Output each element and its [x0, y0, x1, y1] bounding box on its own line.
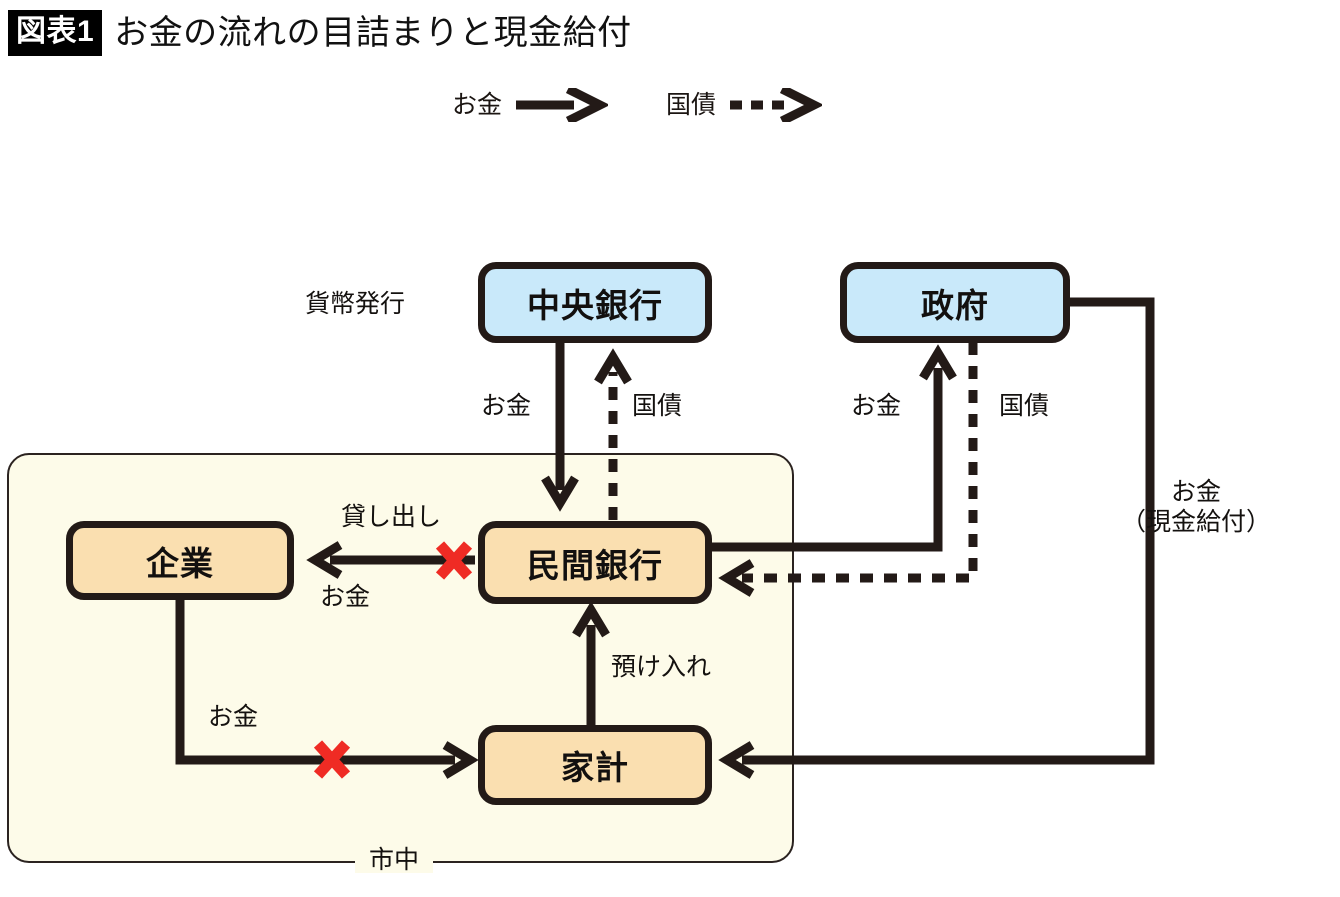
blocked-marker-company-household: [313, 740, 351, 779]
node-company[interactable]: 企業: [66, 521, 294, 600]
label-currency-issue: 貨幣発行: [305, 290, 406, 318]
label-cash-benefit-line1: お金: [1170, 478, 1222, 506]
node-central-bank-label: 中央銀行: [527, 286, 663, 324]
label-bank-to-company-money: お金: [320, 583, 371, 611]
arrow-household-to-privatebank-deposit: [572, 601, 610, 728]
market-container-label: 市中: [355, 848, 434, 873]
arrow-company-to-household-money: [175, 598, 479, 779]
node-government-label: 政府: [921, 286, 989, 324]
node-private-bank[interactable]: 民間銀行: [478, 521, 712, 604]
label-lending: 貸し出し: [341, 503, 442, 531]
arrow-privatebank-to-centralbank-bonds: [594, 348, 632, 520]
page-title: お金の流れの目詰まりと現金給付: [114, 14, 632, 52]
blocked-marker-privatebank-company: [435, 541, 473, 580]
legend-label-bonds: 国債: [666, 90, 717, 119]
label-deposit: 預け入れ: [611, 653, 712, 681]
legend: お金 国債: [452, 88, 823, 122]
figure-title-row: 図表1 お金の流れの目詰まりと現金給付: [8, 10, 632, 56]
node-private-bank-label: 民間銀行: [527, 546, 663, 584]
node-company-label: 企業: [146, 544, 214, 582]
arrow-government-to-privatebank-bonds: [718, 342, 978, 597]
arrow-government-to-household-cash-benefit: [718, 297, 1155, 779]
node-household-label: 家計: [561, 749, 629, 786]
solid-arrow-icon: [516, 88, 609, 122]
label-cash-benefit: お金 （現金給付）: [1121, 478, 1271, 537]
dashed-arrow-icon: [730, 88, 823, 122]
node-household[interactable]: 家計: [478, 725, 712, 805]
figure-number-badge: 図表1: [8, 10, 103, 56]
label-cash-benefit-line2: （現金給付）: [1120, 507, 1272, 536]
label-company-to-household-money: お金: [208, 703, 259, 731]
legend-item-money: お金: [452, 88, 609, 122]
label-gov-to-bank-bonds: 国債: [999, 392, 1050, 420]
node-government[interactable]: 政府: [840, 262, 1070, 343]
node-central-bank[interactable]: 中央銀行: [478, 262, 712, 343]
legend-label-money: お金: [452, 90, 503, 119]
arrow-privatebank-to-government-money: [712, 344, 957, 552]
arrow-centralbank-to-privatebank-money: [541, 342, 579, 512]
label-bank-to-cb-bonds: 国債: [632, 392, 683, 420]
label-bank-to-gov-money: お金: [851, 392, 902, 420]
legend-item-bonds: 国債: [666, 88, 823, 122]
label-cb-to-bank-money: お金: [481, 392, 532, 420]
